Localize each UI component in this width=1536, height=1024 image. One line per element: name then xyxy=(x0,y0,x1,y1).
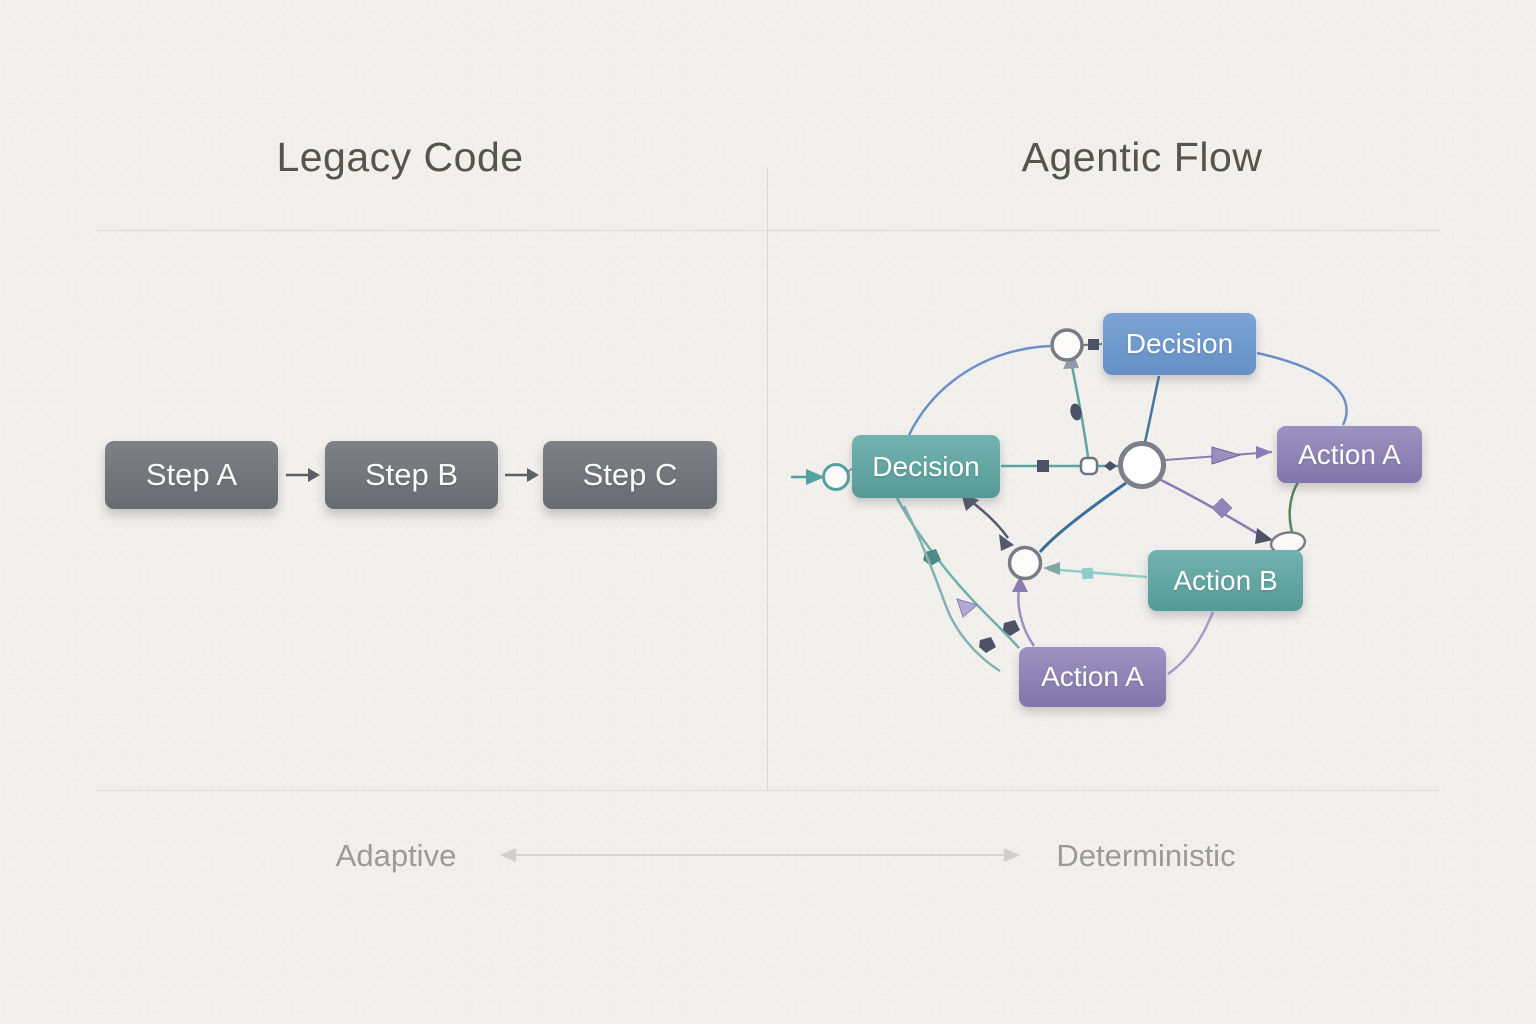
node-label: Decision xyxy=(872,450,980,482)
node-label: Action B xyxy=(1173,564,1278,596)
step-a-label: Step A xyxy=(145,457,238,492)
footer-label-adaptive: Adaptive xyxy=(335,838,457,873)
left-panel-title: Legacy Code xyxy=(276,134,524,180)
step-c-label: Step C xyxy=(582,457,678,492)
node-decision-top: Decision xyxy=(1103,313,1256,375)
right-panel-title: Agentic Flow xyxy=(1021,134,1263,180)
step-b-label: Step B xyxy=(364,457,459,492)
right-arrow-icon xyxy=(505,468,539,482)
bottom-divider-line xyxy=(96,790,1440,791)
node-label: Action A xyxy=(1041,661,1144,692)
node-action-a-right: Action A xyxy=(1277,426,1422,483)
central-hub-node xyxy=(1118,441,1166,489)
footer-label-deterministic: Deterministic xyxy=(1056,838,1236,873)
top-circle-node xyxy=(1050,328,1084,362)
node-action-a-bottom: Action A xyxy=(1019,647,1166,707)
double-arrow-icon xyxy=(500,848,1020,862)
bottom-circle-node xyxy=(1007,545,1043,581)
top-divider-line xyxy=(96,230,1440,231)
vertical-divider-line xyxy=(767,168,768,790)
node-decision-main: Decision xyxy=(852,435,1000,498)
step-b-box: Step B xyxy=(325,441,498,509)
node-label: Decision xyxy=(1125,328,1234,359)
step-a-box: Step A xyxy=(105,441,278,509)
right-arrow-icon xyxy=(286,468,320,482)
step-c-box: Step C xyxy=(543,441,717,509)
node-label: Action A xyxy=(1298,438,1401,470)
entry-circle-node xyxy=(822,463,850,491)
node-action-b: Action B xyxy=(1148,550,1303,611)
